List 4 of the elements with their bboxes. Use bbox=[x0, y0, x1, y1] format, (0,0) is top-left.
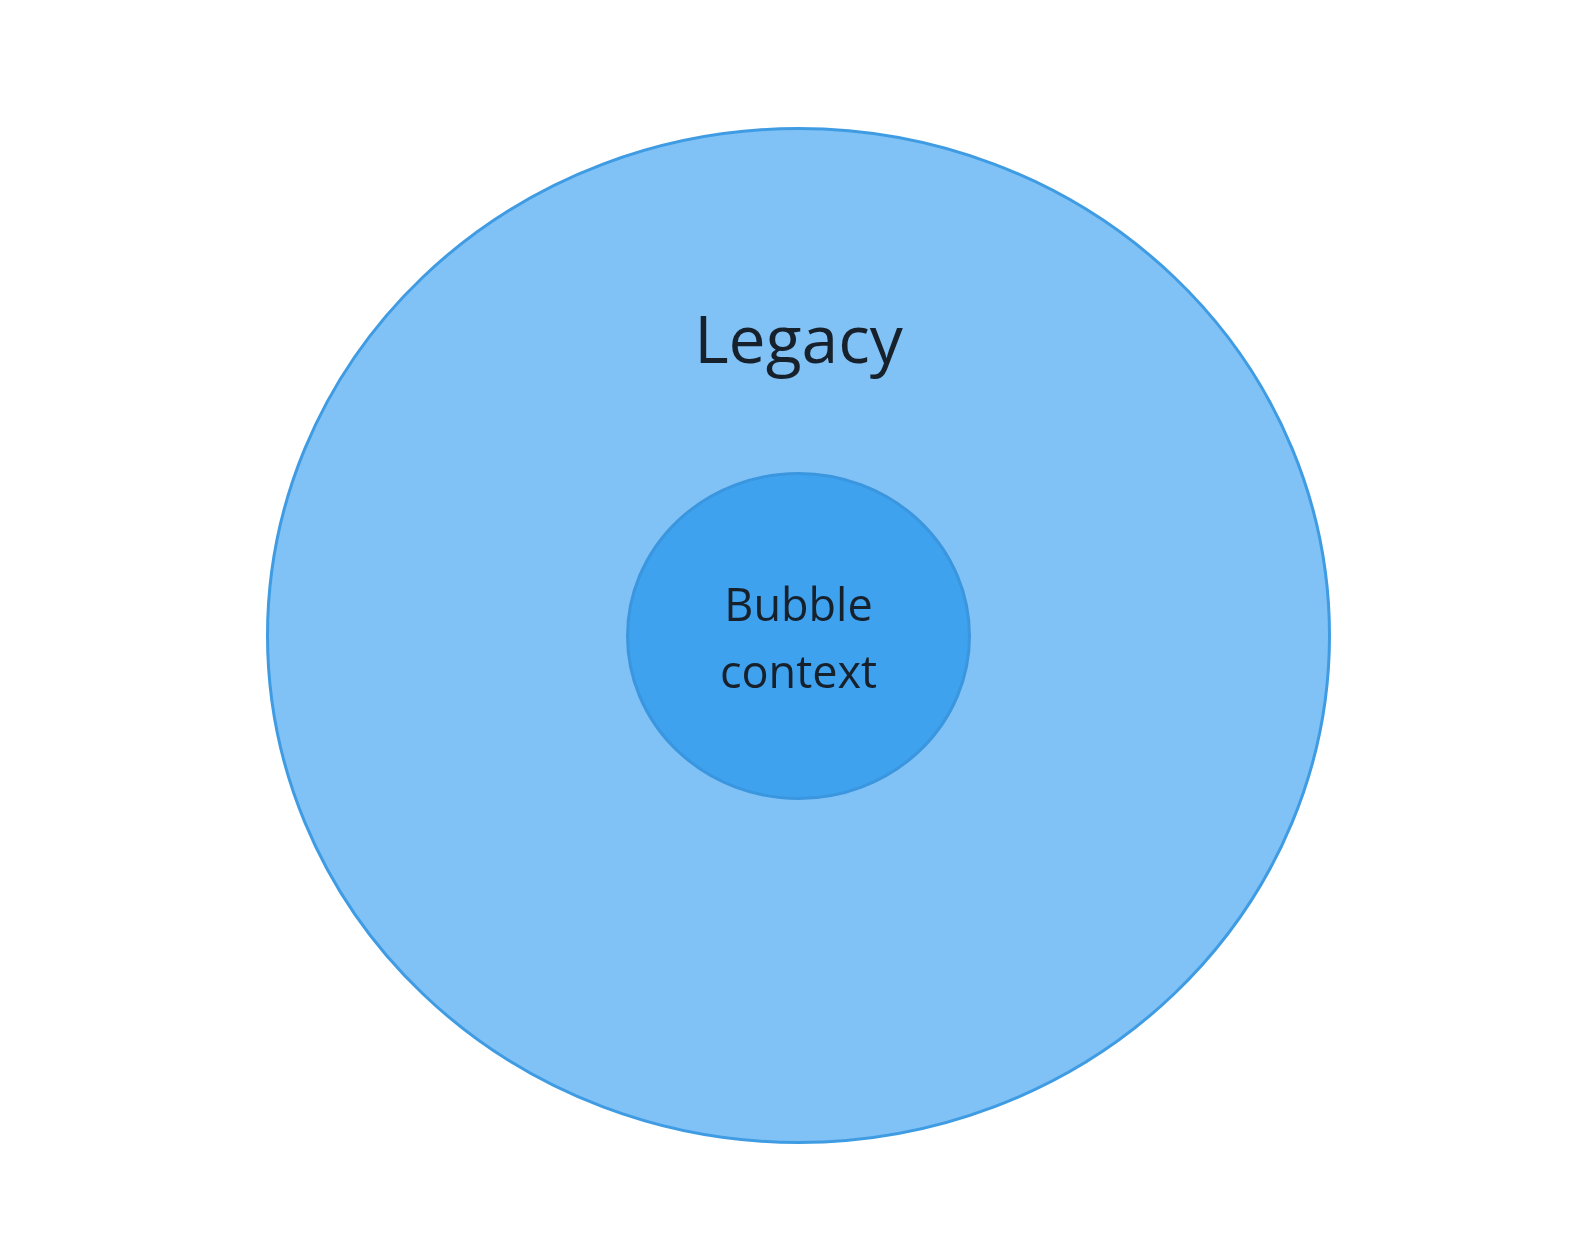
context-label: Bubble context bbox=[718, 572, 879, 703]
context-label: Legacy bbox=[693, 292, 904, 382]
inner-context-ellipse bbox=[626, 472, 971, 800]
outer-context-ellipse bbox=[266, 127, 1331, 1144]
